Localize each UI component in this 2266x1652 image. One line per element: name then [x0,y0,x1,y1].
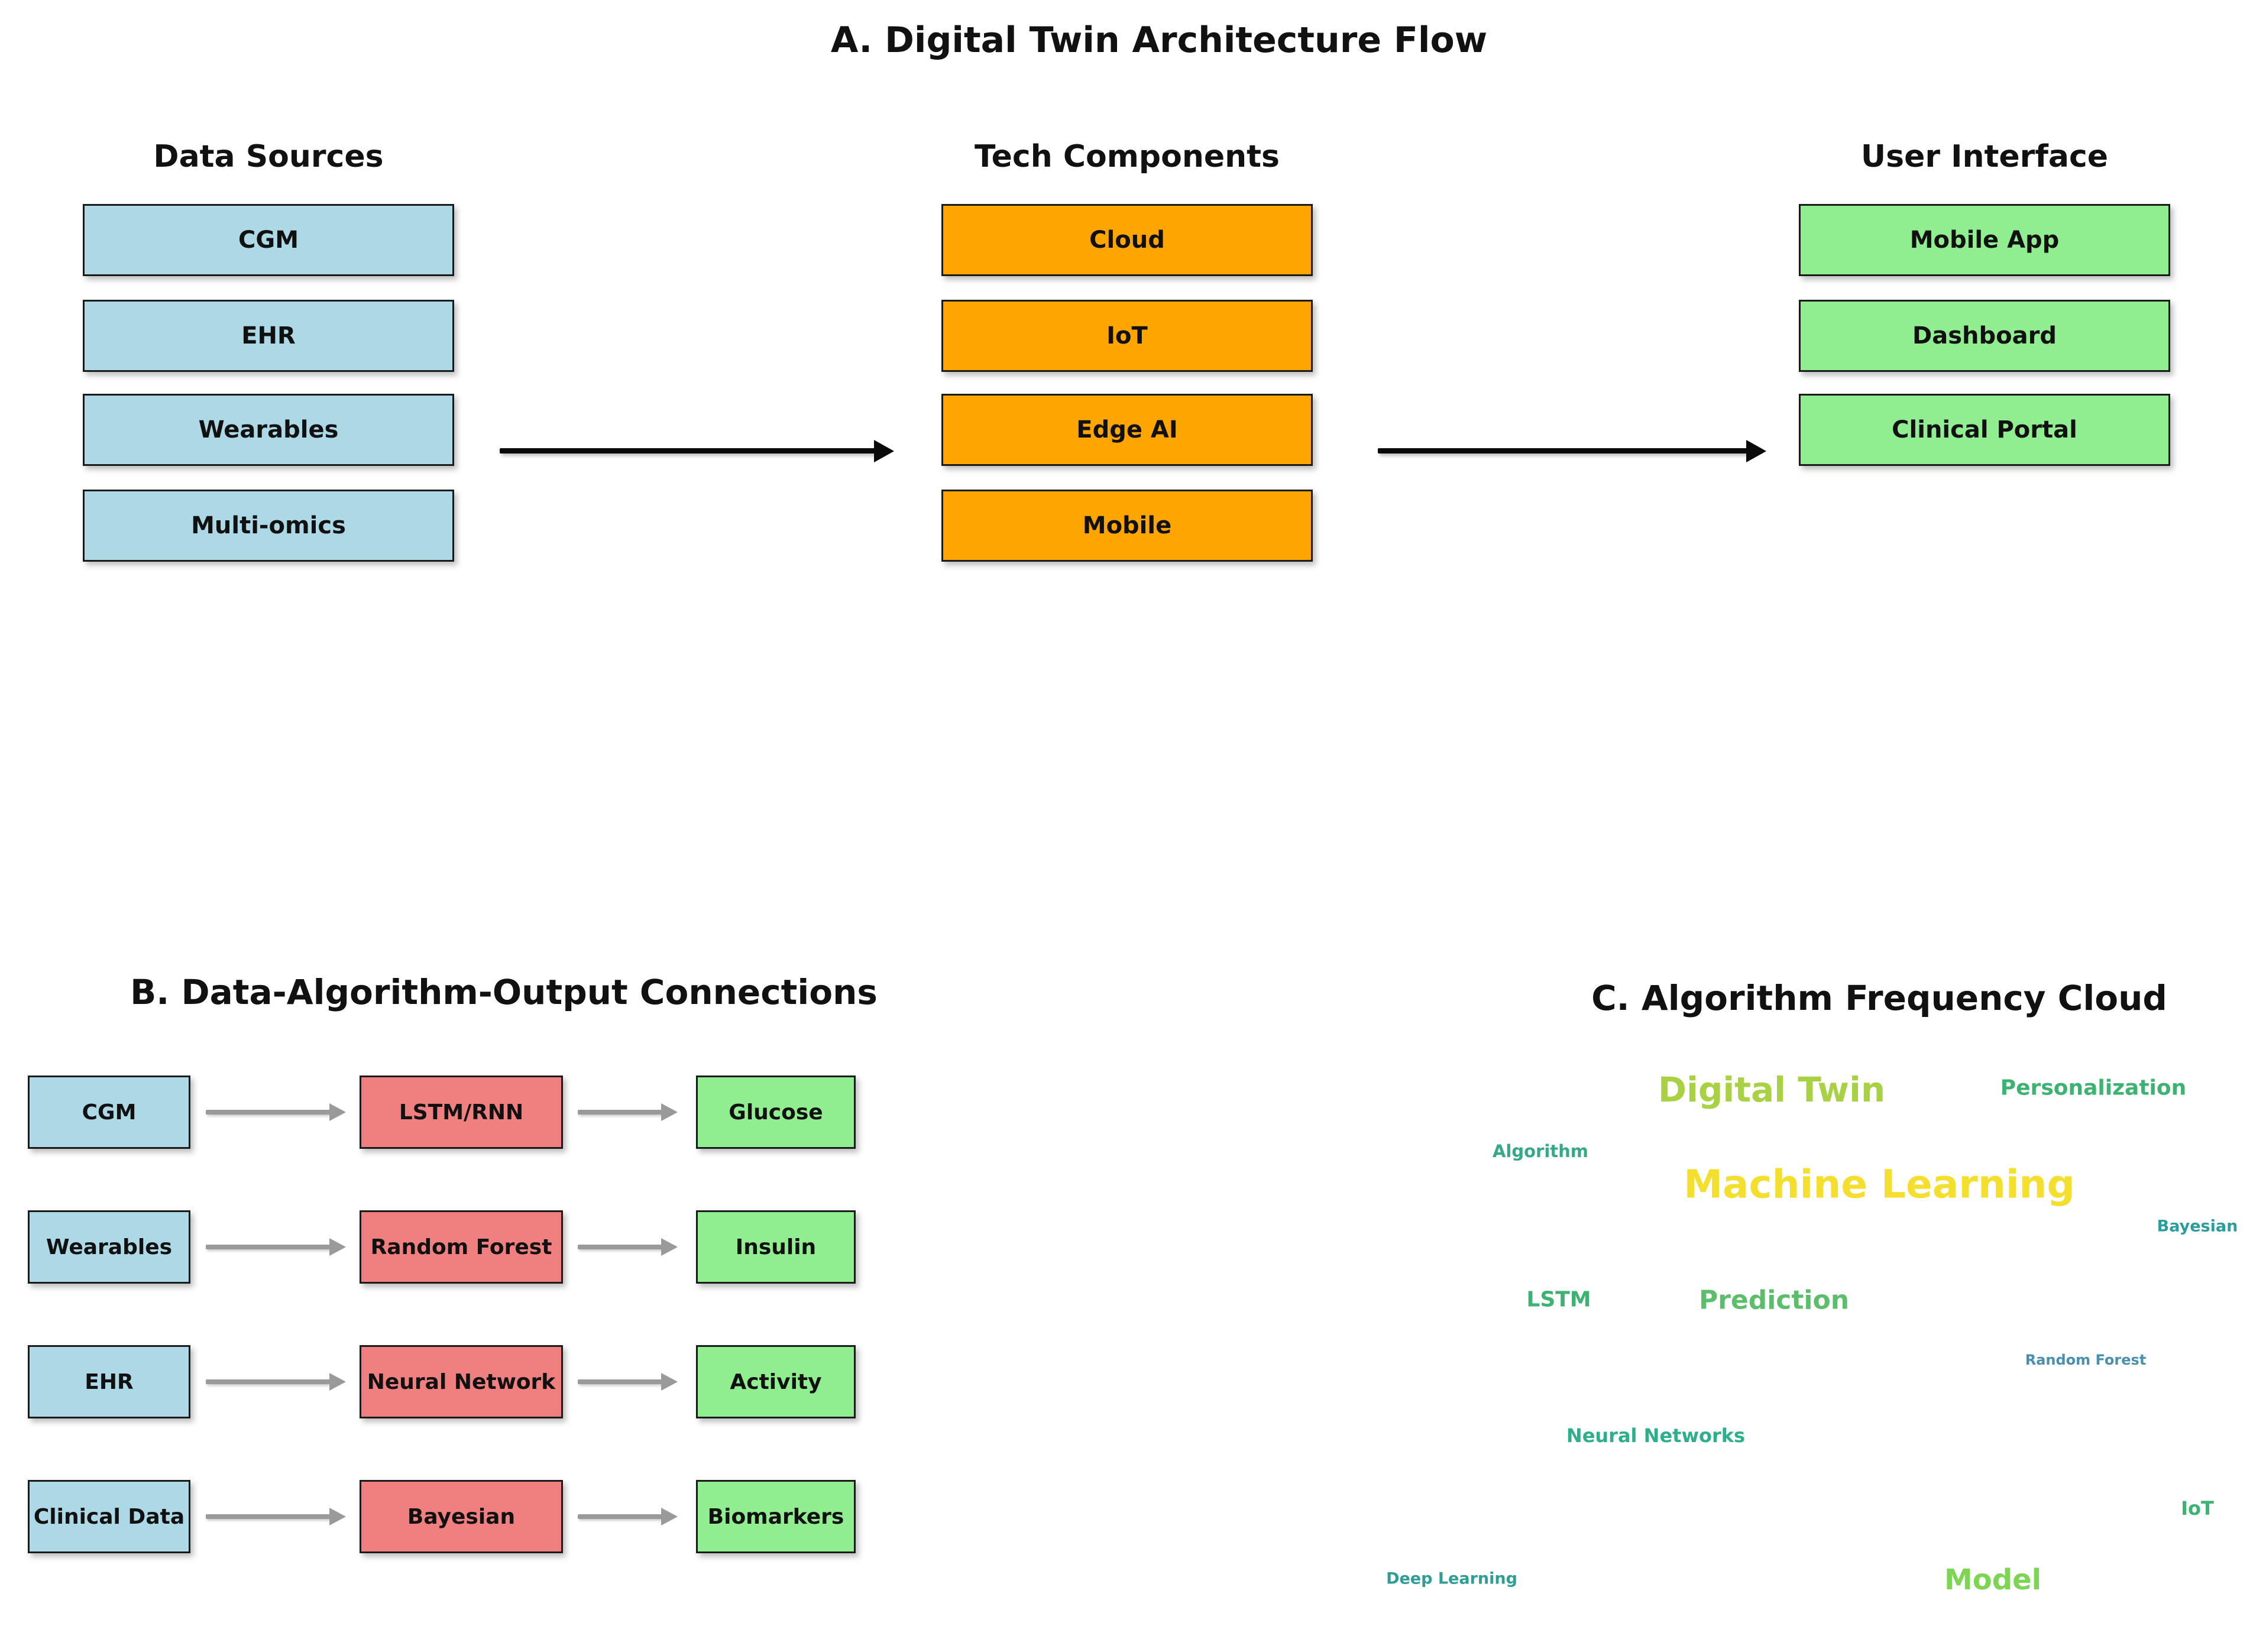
output-box-insulin: Insulin [696,1210,856,1284]
column-header-user-interface: User Interface [1860,139,2109,174]
algorithm-box-random-forest: Random Forest [360,1210,563,1284]
output-box-biomarkers: Biomarkers [696,1480,856,1553]
flow-box-iot: IoT [941,300,1313,372]
cloud-word-algorithm: Algorithm [1492,1141,1589,1161]
flow-box-cloud: Cloud [941,204,1313,276]
panel-a-title: A. Digital Twin Architecture Flow [830,20,1488,61]
cloud-word-random-forest: Random Forest [2025,1352,2147,1368]
arrow-algorithm-to-output [578,1514,662,1519]
input-box-clinical-data: Clinical Data [28,1480,190,1553]
arrow-input-to-algorithm [206,1379,330,1384]
flow-box-multi-omics: Multi-omics [83,490,454,562]
cloud-word-machine-learning: Machine Learning [1684,1161,2075,1207]
input-box-ehr: EHR [28,1345,190,1418]
column-header-data-sources: Data Sources [153,139,384,174]
output-box-activity: Activity [696,1345,856,1418]
input-box-wearables: Wearables [28,1210,190,1284]
flow-box-edge-ai: Edge AI [941,394,1313,466]
cloud-word-bayesian: Bayesian [2157,1217,2238,1236]
cloud-word-personalization: Personalization [2000,1076,2187,1100]
cloud-word-neural-networks: Neural Networks [1566,1424,1746,1447]
cloud-word-model: Model [1944,1563,2042,1596]
algorithm-box-neural-network: Neural Network [360,1345,563,1418]
cloud-word-lstm: LSTM [1526,1287,1591,1312]
algorithm-box-lstm-rnn: LSTM/RNN [360,1076,563,1149]
flow-box-mobile: Mobile [941,490,1313,562]
arrow-data-to-tech [500,448,875,454]
cloud-word-iot: IoT [2181,1497,2214,1520]
input-box-cgm: CGM [28,1076,190,1149]
cloud-word-prediction: Prediction [1698,1285,1850,1316]
algorithm-box-bayesian: Bayesian [360,1480,563,1553]
arrow-algorithm-to-output [578,1379,662,1384]
output-box-glucose: Glucose [696,1076,856,1149]
arrow-algorithm-to-output [578,1110,662,1115]
arrow-input-to-algorithm [206,1245,330,1249]
arrow-algorithm-to-output [578,1245,662,1249]
arrow-input-to-algorithm [206,1514,330,1519]
panel-c-title: C. Algorithm Frequency Cloud [1591,978,2167,1018]
cloud-word-digital-twin: Digital Twin [1658,1070,1886,1110]
flow-box-mobile-app: Mobile App [1799,204,2170,276]
flow-box-ehr: EHR [83,300,454,372]
flow-box-wearables: Wearables [83,394,454,466]
flow-box-cgm: CGM [83,204,454,276]
panel-b-title: B. Data-Algorithm-Output Connections [130,972,878,1012]
arrow-input-to-algorithm [206,1110,330,1115]
arrow-tech-to-ui [1378,448,1747,454]
cloud-word-deep-learning: Deep Learning [1386,1569,1517,1588]
column-header-tech-components: Tech Components [975,139,1280,174]
flow-box-clinical-portal: Clinical Portal [1799,394,2170,466]
flow-box-dashboard: Dashboard [1799,300,2170,372]
